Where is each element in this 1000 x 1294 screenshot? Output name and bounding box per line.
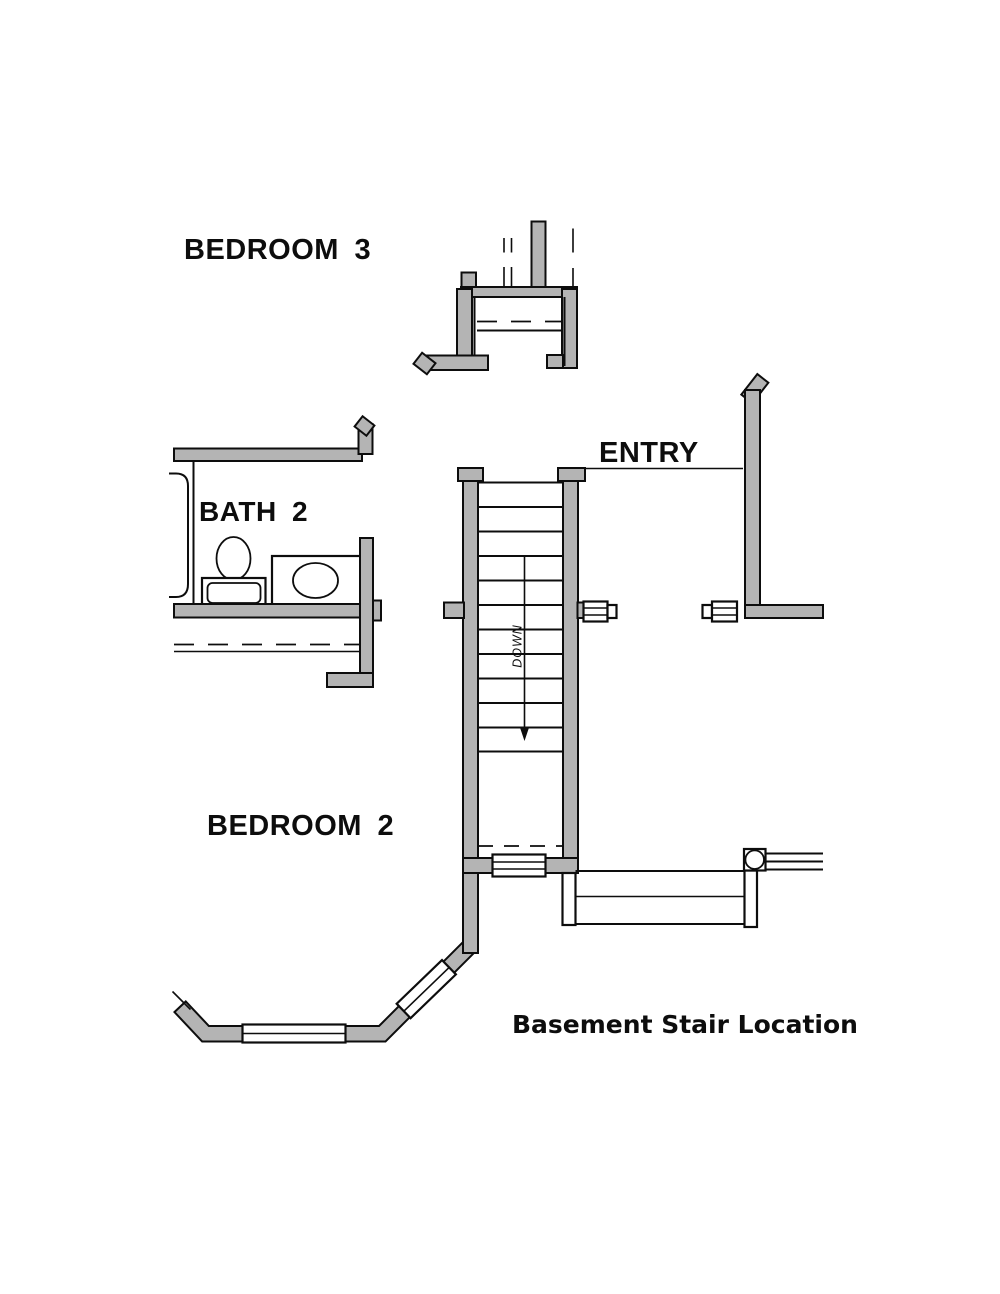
chase-left-foot-angled-end <box>412 351 437 376</box>
down-arrow: DOWN <box>511 556 530 741</box>
window-glass-line <box>403 966 450 1012</box>
room-label-bedroom-2: BEDROOM 2 <box>207 810 395 842</box>
sink-basin-icon <box>292 562 339 599</box>
deck-left-stringer <box>561 871 577 927</box>
stair-treads <box>478 481 563 753</box>
toilet-tank-icon <box>206 582 262 604</box>
bath-top-wall <box>173 447 363 462</box>
stair-left-wall-cap <box>457 467 484 482</box>
room-label-bath-2: BATH 2 <box>199 496 309 527</box>
chase-left-wall <box>456 288 473 357</box>
door-jamb-left-block <box>606 603 618 620</box>
bay-window-diagonal <box>395 958 458 1020</box>
toilet-bowl-icon <box>215 536 252 581</box>
bathtub-icon <box>169 472 189 598</box>
stair-left-wall <box>462 479 479 954</box>
door-jamb-right-block <box>701 603 714 620</box>
deck-post-circle-icon <box>744 849 765 870</box>
room-label-bedroom-3: BEDROOM 3 <box>184 234 372 266</box>
door-jamb-right-lines <box>712 607 737 616</box>
door-jamb-left <box>582 600 609 623</box>
stair-bottom-window <box>491 853 547 878</box>
chase-right-foot <box>546 354 564 369</box>
basement-stair-footprint <box>561 847 823 929</box>
entry-right-wall <box>744 389 761 619</box>
stairwell: DOWN <box>443 467 586 954</box>
entry-door-jambs <box>582 600 739 623</box>
bath-2-area <box>169 414 382 688</box>
stair-left-door-stub <box>443 601 465 619</box>
hall-vertical-wall <box>359 537 374 688</box>
stair-bottom-window-glass <box>492 861 546 870</box>
deck-right-stringer <box>743 869 759 929</box>
bath-stub-angled-cap <box>353 414 376 438</box>
down-label: DOWN <box>511 624 525 668</box>
chase-right-wall <box>561 288 578 369</box>
down-arrow-head <box>519 727 530 741</box>
hall-wall-return <box>326 672 374 688</box>
bay-window-wall <box>171 938 478 1044</box>
chimney-chase <box>412 220 578 376</box>
stair-right-wall <box>562 479 579 874</box>
bath-bottom-wall <box>173 603 374 619</box>
room-label-entry: ENTRY <box>599 437 699 469</box>
dashed-wall-above-left <box>503 238 513 287</box>
door-jamb-right <box>710 600 739 623</box>
entry-bottom-wall <box>744 604 824 619</box>
deck-railing-lines <box>765 852 823 871</box>
entry-area <box>582 372 824 623</box>
chase-center-wall <box>530 220 547 291</box>
chase-top-wall <box>460 286 578 298</box>
door-jamb-left-lines <box>583 607 608 616</box>
drawing-caption: Basement Stair Location <box>512 1010 858 1039</box>
stair-right-wall-cap <box>557 467 586 482</box>
wall-break-line <box>171 990 192 1011</box>
